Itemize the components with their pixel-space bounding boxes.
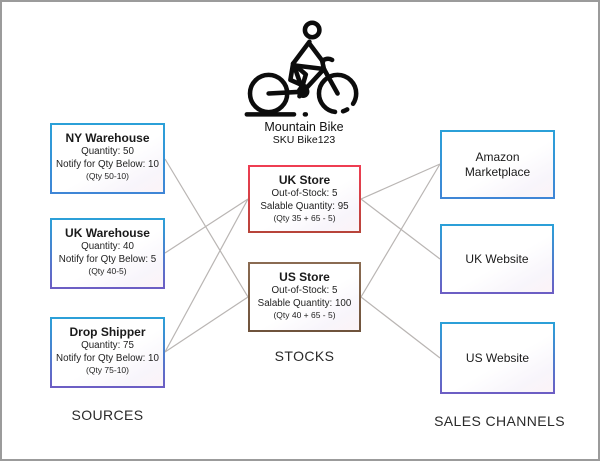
node-out-of-stock: Out-of-Stock: 5 <box>271 285 338 296</box>
product-name: Mountain Bike <box>264 120 344 134</box>
stocks-label: STOCKS <box>274 348 335 364</box>
node-formula: (Qty 75-10) <box>86 365 129 375</box>
channel-label: US Website <box>465 350 530 365</box>
channel-label: Amazon Marketplace <box>464 149 531 179</box>
product-header: Mountain Bike SKU Bike123 <box>234 120 374 147</box>
node-salable: Salable Quantity: 100 <box>257 297 352 309</box>
edge-drop-shipper-us-store <box>164 296 249 353</box>
node-formula: (Qty 50-10) <box>86 171 129 181</box>
node-title: UK Warehouse <box>65 226 150 240</box>
edge-drop-shipper-uk-store <box>164 198 249 353</box>
node-title: NY Warehouse <box>65 131 150 145</box>
sources-label: SOURCES <box>71 407 144 423</box>
node-quantity: Quantity: 50 <box>81 146 134 157</box>
node-notify: Notify for Qty Below: 10 <box>56 352 159 364</box>
edge-ny-warehouse-us-store <box>164 158 249 298</box>
edge-uk-store-amazon <box>360 163 441 200</box>
node-us-store: US Store Out-of-Stock: 5 Salable Quantit… <box>248 262 361 332</box>
node-amazon-marketplace: Amazon Marketplace <box>440 130 555 199</box>
bicycle-icon <box>244 20 359 117</box>
channel-label: UK Website <box>465 251 529 266</box>
node-title: US Store <box>279 270 330 284</box>
edge-uk-warehouse-uk-store <box>164 198 249 254</box>
node-notify: Notify for Qty Below: 10 <box>56 158 159 170</box>
product-sku: SKU Bike123 <box>272 134 336 146</box>
node-salable: Salable Quantity: 95 <box>260 200 349 212</box>
node-formula: (Qty 40 + 65 - 5) <box>273 310 336 320</box>
node-formula: (Qty 40-5) <box>88 266 127 276</box>
edge-us-store-us-website <box>360 296 441 359</box>
node-quantity: Quantity: 40 <box>81 241 134 252</box>
node-title: Drop Shipper <box>69 325 146 339</box>
edge-us-store-amazon <box>360 163 441 298</box>
node-title: UK Store <box>278 173 331 187</box>
sales-channels-label: SALES CHANNELS <box>434 413 565 429</box>
node-formula: (Qty 35 + 65 - 5) <box>273 213 336 223</box>
edge-uk-store-uk-website <box>360 198 441 260</box>
node-quantity: Quantity: 75 <box>81 340 134 351</box>
node-out-of-stock: Out-of-Stock: 5 <box>271 188 338 199</box>
node-uk-store: UK Store Out-of-Stock: 5 Salable Quantit… <box>248 165 361 233</box>
node-uk-warehouse: UK Warehouse Quantity: 40 Notify for Qty… <box>50 218 165 289</box>
node-drop-shipper: Drop Shipper Quantity: 75 Notify for Qty… <box>50 317 165 388</box>
node-uk-website: UK Website <box>440 224 554 294</box>
node-us-website: US Website <box>440 322 555 394</box>
node-ny-warehouse: NY Warehouse Quantity: 50 Notify for Qty… <box>50 123 165 194</box>
node-notify: Notify for Qty Below: 5 <box>58 253 157 265</box>
